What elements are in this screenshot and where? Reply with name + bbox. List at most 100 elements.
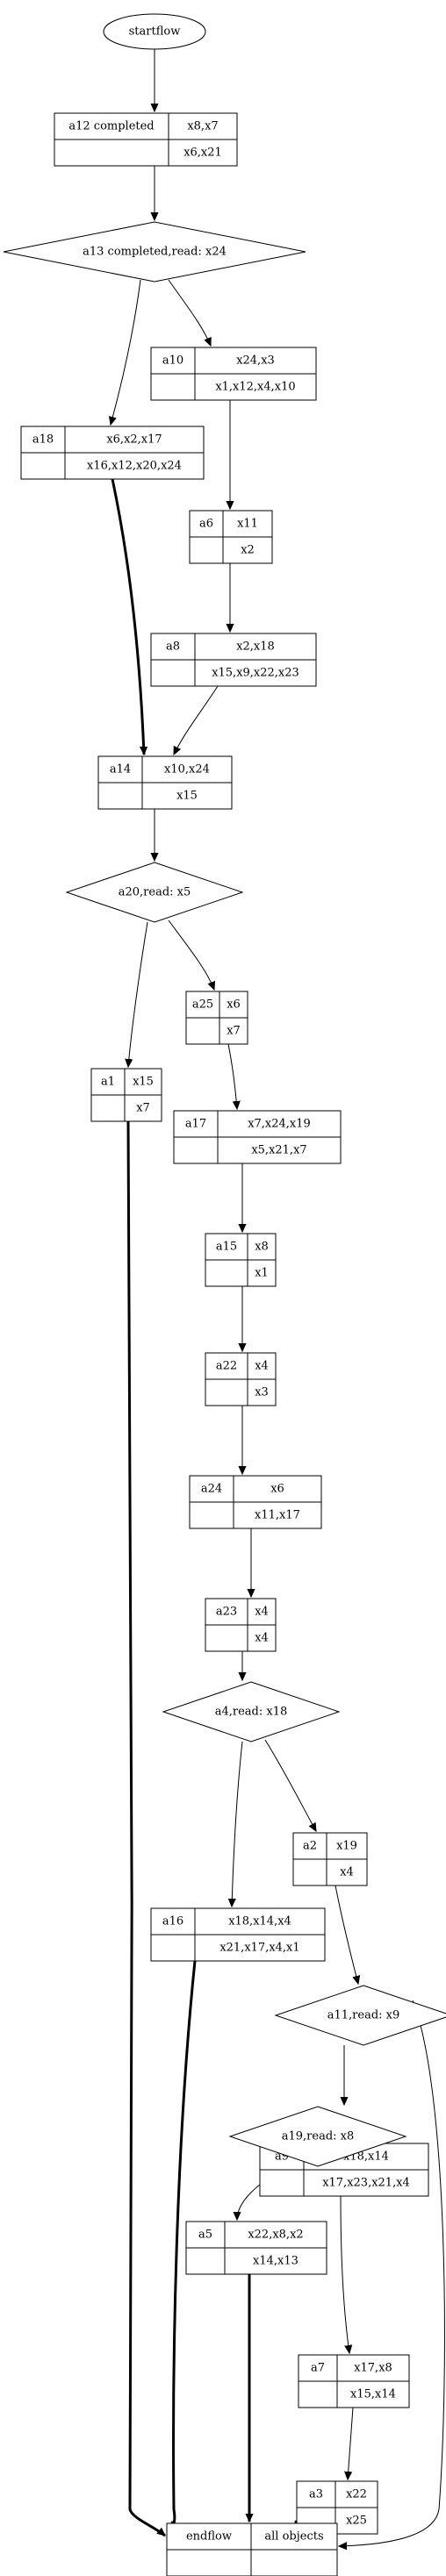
process-top-value: x17,x8	[354, 2362, 392, 2375]
process-label: a24	[201, 1483, 222, 1496]
process-top-value: x4	[255, 1360, 269, 1373]
process-bottom-value: x2	[241, 544, 255, 557]
process-bottom-value: x11,x17	[255, 1509, 300, 1522]
process-a24: a24 x6 x11,x17	[189, 1475, 322, 1529]
process-bottom-value: x1	[255, 1267, 269, 1280]
process-bottom-value: x7	[136, 1102, 150, 1115]
flow-edge	[111, 279, 141, 425]
flow-edge	[339, 2000, 445, 2546]
process-label: a6	[199, 518, 213, 531]
process-top-value: x11	[237, 518, 258, 531]
process-bottom-value: x25	[346, 2515, 367, 2528]
start-ellipse	[103, 13, 206, 50]
process-top-value: x7,x24,x19	[248, 1118, 311, 1131]
process-a5: a5 x22,x8,x2 x14,x13	[185, 2221, 327, 2275]
flow-edge	[334, 1885, 358, 1984]
decision-label: a19,read: x8	[282, 2130, 355, 2143]
decision-label: a13 completed,read: x24	[83, 246, 227, 259]
process-a6: a6 x11 x2	[189, 510, 273, 564]
process-bottom-value: x15	[176, 790, 198, 803]
flow-edge	[128, 921, 148, 1067]
decision-label: a20,read: x5	[119, 886, 191, 899]
edges-layer	[111, 49, 445, 2546]
process-a17: a17 x7,x24,x19 x5,x21,x7	[173, 1110, 342, 1164]
decision-diamond	[274, 1985, 446, 2046]
decision-diamond	[65, 862, 244, 923]
process-label: a2	[303, 1840, 317, 1853]
process-bottom-value: x5,x21,x7	[251, 1144, 306, 1157]
process-bottom-value: x17,x23,x21,x4	[322, 2177, 410, 2190]
process-top-value: x8	[255, 1241, 269, 1254]
decision-d19: a19,read: x8	[228, 2106, 407, 2167]
process-top-value: x4	[255, 1606, 269, 1619]
flow-edge	[264, 1739, 316, 1831]
process-label: a14	[110, 763, 131, 776]
process-label: a16	[162, 1915, 183, 1928]
process-bottom-value: x6,x21	[183, 147, 222, 160]
flow-edge	[126, 1120, 166, 2537]
process-top-value: x22	[346, 2488, 367, 2501]
flow-edge	[340, 2195, 349, 2353]
process-bottom-value: x3	[255, 1386, 269, 1399]
process-bottom-value: x7	[227, 1025, 241, 1038]
process-a25: a25 x6 x7	[185, 991, 248, 1045]
flow-edge	[111, 478, 144, 755]
process-a1: a1 x15 x7	[90, 1068, 162, 1122]
process-top-value: x6	[270, 1483, 284, 1496]
start-label: startflow	[129, 25, 181, 39]
process-label: a8	[166, 640, 180, 654]
process-top-value: x10,x24	[164, 763, 210, 776]
decision-diamond	[228, 2106, 407, 2167]
process-label: a3	[309, 2488, 323, 2501]
decision-d20: a20,read: x5	[65, 862, 244, 923]
process-top-value: x19	[336, 1840, 357, 1853]
process-label: a1	[101, 1076, 115, 1089]
decision-d4: a4,read: x18	[162, 1681, 341, 1742]
process-a12: a12 completed x8,x7 x6,x21	[54, 112, 238, 167]
process-top-value: x2,x18	[236, 640, 275, 654]
flow-edge	[348, 2407, 354, 2479]
process-label: a23	[216, 1606, 237, 1619]
process-top-value: x6	[227, 998, 241, 1012]
process-label: a17	[185, 1118, 206, 1131]
process-a15: a15 x8 x1	[205, 1233, 277, 1287]
process-top-value: x6,x2,x17	[106, 433, 162, 447]
process-top-value: x8,x7	[187, 120, 218, 133]
process-label: a12 completed	[68, 120, 154, 133]
flow-edge	[227, 1043, 237, 1109]
process-top-value: x22,x8,x2	[248, 2229, 303, 2242]
end-label: endflow	[186, 2530, 232, 2544]
flow-edge	[174, 685, 219, 755]
process-top-value: x15	[133, 1076, 154, 1089]
start-node: startflow	[103, 13, 206, 50]
process-top-value: x24,x3	[236, 354, 275, 368]
process-bottom-value: x4	[340, 1866, 354, 1879]
decision-label: a4,read: x18	[215, 1706, 288, 1719]
decision-d11: a11,read: x9	[274, 1985, 446, 2046]
process-a14: a14 x10,x24 x15	[97, 755, 233, 810]
process-label: a15	[216, 1241, 237, 1254]
process-bottom-value: x14,x13	[253, 2255, 299, 2268]
process-bottom-value: x4	[255, 1632, 269, 1645]
process-label: a5	[198, 2229, 212, 2242]
process-label: a7	[311, 2362, 325, 2375]
process-label: a22	[216, 1360, 237, 1373]
flow-edge	[168, 279, 211, 346]
process-label: a25	[192, 998, 213, 1012]
flow-edge	[172, 1960, 197, 2523]
flow-edge	[168, 919, 214, 990]
decision-diamond	[162, 1681, 341, 1742]
process-a2: a2 x19 x4	[292, 1832, 368, 1886]
process-a22: a22 x4 x3	[205, 1352, 277, 1406]
decision-diamond	[3, 221, 306, 283]
process-a23: a23 x4 x4	[205, 1598, 277, 1652]
process-top-value: x18,x14,x4	[228, 1915, 291, 1928]
